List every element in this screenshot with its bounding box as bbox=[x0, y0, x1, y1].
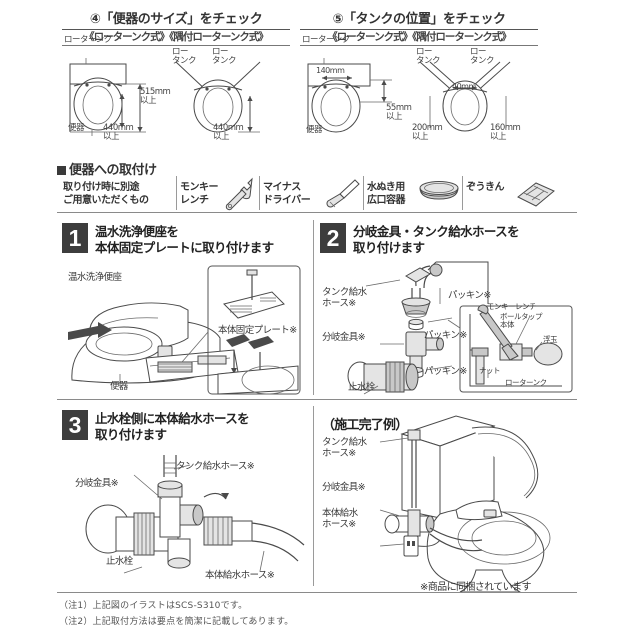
tools-divider-2 bbox=[259, 176, 260, 210]
completed-illustration bbox=[379, 410, 580, 593]
wrench-icon bbox=[222, 176, 260, 211]
step-3-badge: 3 bbox=[62, 410, 88, 440]
step-2-label-branch-fitting: 分岐金具※ bbox=[322, 332, 366, 343]
step-3-label-stopcock: 止水栓 bbox=[106, 556, 133, 567]
check-4-dim-horizontal: 440mm 以上 bbox=[103, 123, 134, 142]
tools-divider-4 bbox=[462, 176, 463, 210]
rule-below-tools bbox=[57, 212, 577, 213]
dim-note: 以上 bbox=[103, 131, 120, 142]
step-2-inset-label-lowtank: ローターンク bbox=[505, 378, 547, 387]
step-2-illustration bbox=[320, 258, 575, 398]
check-5-dim-top: 140mm bbox=[316, 66, 345, 75]
step-1-illustration bbox=[62, 262, 302, 397]
basin-icon bbox=[418, 180, 460, 206]
step-2-label-packing-2: パッキン※ bbox=[424, 330, 467, 341]
step-2-inset-label-wrench: モンキーレンチ bbox=[487, 302, 537, 311]
completed-included-note: ※商品に同梱されています bbox=[420, 582, 531, 593]
step-2-inset-label-float: 浮玉 bbox=[543, 335, 558, 344]
tool-label-wrench: モンキー レンチ bbox=[180, 182, 219, 206]
tools-divider-3 bbox=[363, 176, 364, 210]
tools-note: 取り付け時に別途 ご用意いただくもの bbox=[63, 182, 149, 206]
step-1-badge: 1 bbox=[62, 223, 88, 253]
step-1-title: 温水洗浄便座を 本体固定プレートに取り付けます bbox=[95, 224, 274, 255]
check-5-dim-left: 200mm 以上 bbox=[412, 123, 443, 142]
dim-note: 以上 bbox=[386, 111, 403, 122]
step-1-label-plate: 本体固定プレート※ bbox=[218, 325, 297, 336]
check-4-corner-tank-label-right: ロー タンク bbox=[212, 47, 237, 66]
check-5-dim-right: 160mm 以上 bbox=[490, 123, 521, 142]
step-2-inset-label-nut: ナット bbox=[479, 366, 501, 375]
dim-value: 440mm bbox=[103, 123, 134, 133]
step-3-title: 止水栓側に本体給水ホースを 取り付けます bbox=[95, 411, 250, 442]
bullet-square-icon bbox=[57, 166, 66, 175]
check-4-diagram-cornertank bbox=[168, 44, 286, 144]
check-4-diagram-lowtank bbox=[62, 44, 180, 144]
step-2-title: 分岐金具・タンク給水ホースを 取り付けます bbox=[353, 224, 520, 255]
tool-label-cloth: ぞうきん bbox=[466, 182, 505, 193]
dim-note: 以上 bbox=[412, 131, 429, 142]
tools-divider-1 bbox=[176, 176, 177, 210]
completed-title: （施工完了例） bbox=[322, 418, 408, 433]
check-5-dim-vertical: 55mm 以上 bbox=[386, 103, 412, 122]
rule-above-footnotes bbox=[57, 592, 577, 593]
cloth-icon bbox=[514, 181, 558, 209]
check-4-subheading: 《ローターンク式》《隅付ローターンク式》 bbox=[62, 29, 290, 46]
dim-value: 55mm bbox=[386, 103, 412, 113]
step-2-label-packing-1: パッキン※ bbox=[448, 290, 491, 301]
footnote-2: （注2）上記取付方法は要点を簡潔に記載してあります。 bbox=[59, 617, 294, 627]
step-2-inset-label-balltap: ボールタップ 本体 bbox=[500, 312, 543, 330]
step-1-label-bowl: 便器 bbox=[110, 381, 128, 392]
dim-value: 160mm bbox=[490, 123, 521, 133]
check-5-tank-label: ローターンク bbox=[302, 35, 350, 45]
check-5-diagram-lowtank bbox=[300, 44, 418, 144]
check-5-heading: ⑤「タンクの位置」をチェック bbox=[300, 8, 538, 30]
completed-label-body-hose: 本体給水 ホース※ bbox=[322, 508, 358, 531]
check-5-bowl-label: 便器 bbox=[306, 125, 323, 135]
check-4-bowl-label: 便器 bbox=[68, 123, 85, 133]
dim-note: 以上 bbox=[140, 95, 157, 106]
completed-label-branch-fitting: 分岐金具※ bbox=[322, 482, 366, 493]
check-5-diagram-cornertank bbox=[410, 44, 540, 144]
check-5-subheading: 《ローターンク式》《隅付ローターンク式》 bbox=[300, 29, 538, 46]
completed-label-tank-hose: タンク給水 ホース※ bbox=[322, 437, 367, 460]
check-4-tank-label: ローターンク bbox=[64, 35, 112, 45]
check-4-heading: ④「便器のサイズ」をチェック bbox=[62, 8, 290, 30]
step-3-illustration bbox=[64, 455, 309, 585]
rule-below-steps-1-2 bbox=[57, 399, 577, 400]
check-4-corner-tank-label-left: ロー タンク bbox=[172, 47, 197, 66]
step-2-label-packing-3: パッキン※ bbox=[424, 366, 467, 377]
dim-value: 440mm bbox=[213, 123, 244, 133]
check-5-corner-tank-label-left: ロー タンク bbox=[416, 47, 441, 66]
check-5-corner-tank-label-right: ロー タンク bbox=[470, 47, 495, 66]
step-3-label-branch-fitting: 分岐金具※ bbox=[75, 478, 119, 489]
step-2-label-tank-hose: タンク給水 ホース※ bbox=[322, 287, 367, 309]
step-1-label-seat: 温水洗浄便座 bbox=[68, 272, 122, 283]
column-divider-upper bbox=[313, 220, 314, 395]
dim-value: 200mm bbox=[412, 123, 443, 133]
tool-label-screwdriver: マイナス ドライバー bbox=[263, 182, 311, 206]
check-4-dim-vertical: 515mm 以上 bbox=[140, 87, 171, 106]
step-2-label-stopcock: 止水栓 bbox=[348, 382, 375, 393]
check-4-corner-dim-horizontal: 440mm 以上 bbox=[213, 123, 244, 142]
step-2-badge: 2 bbox=[320, 223, 346, 253]
step-3-label-body-hose: 本体給水ホース※ bbox=[205, 570, 275, 581]
footnote-1: （注1）上記図のイラストはSCS-S310です。 bbox=[59, 601, 248, 611]
check-5-corner-dim-top: 40mm bbox=[452, 82, 476, 91]
dim-note: 以上 bbox=[490, 131, 507, 142]
dim-note: 以上 bbox=[213, 131, 230, 142]
column-divider-lower bbox=[313, 406, 314, 586]
section-title: 便器への取付け bbox=[57, 159, 157, 178]
screwdriver-icon bbox=[322, 178, 362, 208]
tool-label-basin: 水ぬき用 広口容器 bbox=[367, 182, 406, 206]
dim-value: 515mm bbox=[140, 87, 171, 97]
step-3-label-tank-hose: タンク給水ホース※ bbox=[176, 461, 255, 472]
